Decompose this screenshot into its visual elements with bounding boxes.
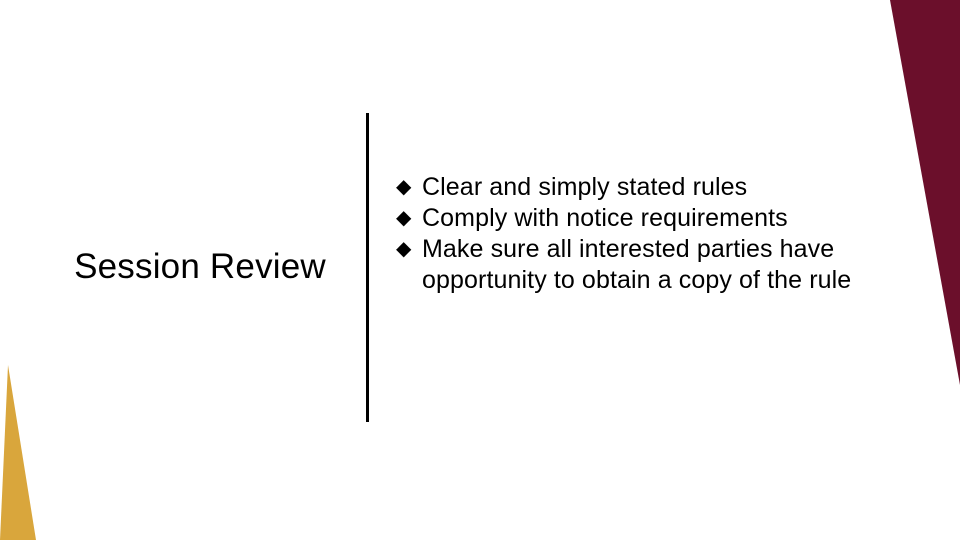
diamond-bullet-icon: ◆ [396, 238, 412, 260]
page-title: Session Review [74, 247, 326, 287]
list-item-label: Clear and simply stated rules [422, 173, 748, 201]
list-item: ◆ Make sure all interested parties have … [396, 234, 916, 296]
bullet-list: ◆ Clear and simply stated rules ◆ Comply… [396, 172, 916, 296]
title-pane: Session Review [40, 113, 360, 422]
diamond-bullet-icon: ◆ [396, 207, 412, 229]
list-item-label: Comply with notice requirements [422, 204, 788, 232]
list-item: ◆ Clear and simply stated rules [396, 172, 916, 203]
list-item: ◆ Comply with notice requirements [396, 203, 916, 234]
diamond-bullet-icon: ◆ [396, 176, 412, 198]
list-item-label: Make sure all interested parties have op… [422, 235, 852, 294]
gold-wedge-polygon [0, 365, 36, 540]
vertical-divider [366, 113, 369, 422]
